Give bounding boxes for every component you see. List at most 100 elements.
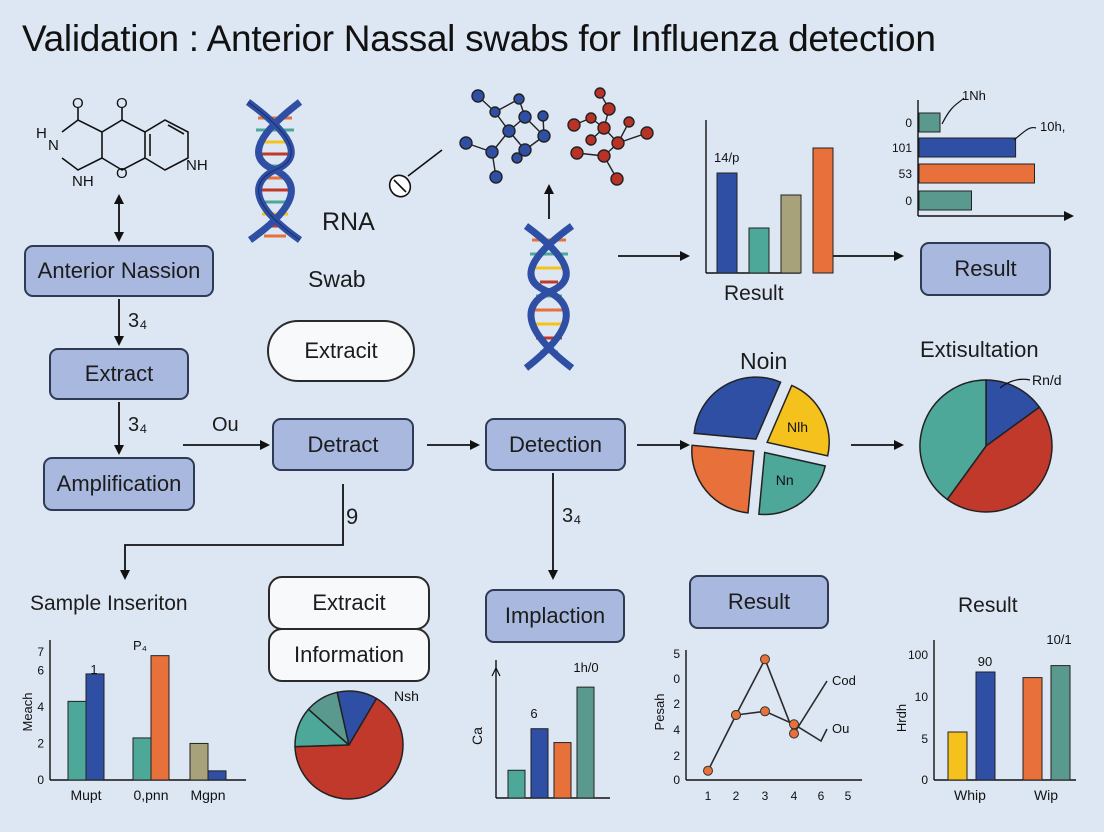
x-tick: 1: [705, 789, 712, 803]
molecule-network-blue-icon: [459, 89, 551, 184]
nine-label: 9: [346, 504, 359, 529]
annotation-leader: [941, 97, 965, 125]
bar: [748, 227, 770, 274]
pie-slice: [691, 444, 755, 514]
bar: [780, 194, 802, 274]
bar: [189, 742, 209, 781]
hbar-category: 0: [905, 194, 912, 208]
bar: [507, 769, 526, 799]
pie-slice: [693, 376, 782, 440]
x-tick: Mupt: [70, 787, 101, 803]
detection-box: Detection: [485, 418, 626, 471]
bar: [947, 731, 968, 781]
bar-annotation: 1: [90, 662, 97, 677]
result-line-label: Result: [958, 594, 1018, 617]
y-axis-label: Ca: [469, 727, 485, 745]
extracit-top-box: Extracit: [267, 320, 415, 382]
bar: [150, 655, 170, 781]
result-bar-label: Result: [724, 282, 784, 305]
molecule-structure: [61, 108, 189, 171]
atom-nh1: NH: [72, 173, 94, 190]
hbar: [918, 112, 941, 133]
bar-annotation: 10/1: [1046, 632, 1071, 647]
hbar-annotation: 10h,: [1040, 119, 1065, 134]
pie-slice: [946, 406, 1053, 513]
pie-slice-label: Nn: [776, 472, 794, 488]
extracit-bottom-box: Extracit: [268, 576, 430, 630]
bar: [1050, 665, 1071, 781]
swab-label: Swab: [308, 266, 366, 292]
y-axis-label: Meach: [20, 692, 35, 731]
y-axis-arrow: [491, 667, 501, 677]
bar-annotation: 1h/0: [573, 660, 598, 675]
y-axis-label: Pesah: [652, 694, 667, 731]
line-point: [789, 728, 799, 739]
bar: [716, 172, 738, 274]
atom-o1: O: [72, 95, 84, 112]
y-tick: 2: [673, 749, 680, 763]
x-tick: 2: [733, 789, 740, 803]
bar: [576, 686, 595, 799]
arrow-label-c: 3₄: [562, 505, 582, 527]
y-tick: 4: [673, 723, 680, 737]
series-label: Ou: [832, 721, 849, 736]
y-tick: 2: [37, 736, 44, 750]
pie-chart-information: Nsh: [294, 688, 419, 800]
atom-o2: O: [116, 95, 128, 112]
dna-helix-icon: [245, 99, 303, 243]
implaction-box: Implaction: [485, 589, 625, 643]
pie-slice: [919, 379, 987, 501]
hbar: [918, 137, 1017, 158]
line-point: [731, 710, 741, 720]
y-tick: 0: [673, 672, 680, 686]
pie-slice: [766, 384, 830, 457]
y-tick: 7: [37, 645, 44, 659]
y-tick: 5: [673, 647, 680, 661]
y-tick: 2: [673, 697, 680, 711]
arrow-label-b: 3₄: [128, 414, 148, 436]
x-tick: Mgpn: [190, 787, 225, 803]
extisultation-label: Extisultation: [920, 337, 1039, 362]
pie-slice: [985, 379, 1041, 448]
bar-annotation: P₄: [133, 638, 147, 653]
information-box: Information: [268, 628, 430, 682]
atom-o3: O: [116, 165, 128, 182]
pie-slice: [294, 697, 404, 800]
hbar: [918, 190, 972, 211]
hbar: [918, 163, 1035, 184]
y-tick: 0: [921, 773, 928, 787]
arrow-label-a: 3₄: [128, 310, 148, 332]
amplification-box: Amplification: [43, 457, 195, 511]
y-axis-label: Hrdh: [894, 704, 909, 732]
line-point: [703, 765, 713, 776]
line-point: [760, 654, 770, 665]
series-label: Cod: [832, 673, 856, 688]
x-tick: Whip: [954, 787, 986, 803]
line-point: [760, 706, 770, 717]
bar: [812, 147, 834, 274]
result-top-box: Result: [920, 242, 1051, 296]
bar: [553, 742, 572, 799]
y-tick: 100: [908, 648, 928, 662]
annotation-leader: [999, 378, 1031, 389]
y-tick: 4: [37, 700, 44, 714]
bar: [1022, 677, 1043, 781]
pie-slice-label: Nlh: [787, 419, 808, 435]
line-series: [735, 710, 828, 743]
anterior-nassion-box: Anterior Nassion: [24, 245, 214, 297]
x-tick: 5: [845, 789, 852, 803]
bar-chart-result: 14/p: [705, 120, 834, 274]
bar: [85, 673, 105, 781]
atom-n: N: [48, 137, 59, 154]
bar: [67, 700, 87, 781]
hbar-category: 53: [899, 167, 913, 181]
sample-inseriton-label: Sample Inseriton: [30, 592, 188, 615]
swab-icon: [388, 149, 443, 198]
atom-nh2: NH: [186, 157, 208, 174]
